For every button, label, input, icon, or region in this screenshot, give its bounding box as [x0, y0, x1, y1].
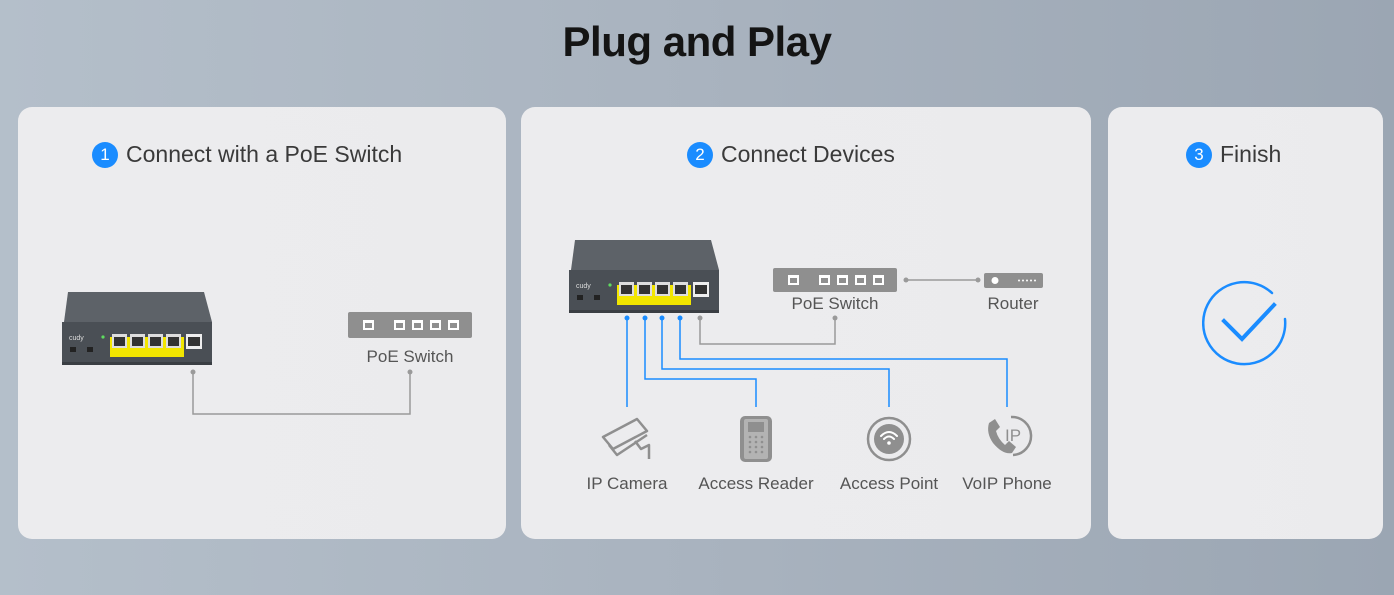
device-label-voip-phone: VoIP Phone	[962, 474, 1052, 493]
step-title: Connect with a PoE Switch	[126, 141, 403, 167]
connection-wires	[624, 277, 1008, 407]
router-icon	[984, 273, 1043, 288]
device-label-access-reader: Access Reader	[698, 474, 814, 493]
step-heading: 3 Finish	[1186, 141, 1281, 168]
poe-switch-label: PoE Switch	[366, 347, 454, 366]
voip-phone-icon: IP	[988, 415, 1033, 457]
ip-badge: IP	[1005, 426, 1021, 445]
poe-switch-icon	[348, 312, 472, 338]
poe-extender-device-icon: cudy	[569, 240, 719, 313]
step-heading: 2 Connect Devices	[687, 141, 895, 168]
step-card-connect-devices: 2 Connect Devices cudy PoE Switch	[521, 107, 1091, 539]
router-label: Router	[987, 294, 1039, 313]
check-circle-icon	[1202, 280, 1287, 366]
step-number-badge: 2	[687, 141, 713, 168]
brand-logo: cudy	[69, 335, 84, 342]
device-label-access-point: Access Point	[839, 474, 939, 493]
step-number-badge: 3	[1186, 141, 1212, 168]
poe-ports	[617, 282, 709, 305]
page-title: Plug and Play	[562, 18, 832, 65]
camera-icon	[601, 417, 651, 459]
poe-switch-label: PoE Switch	[791, 294, 879, 313]
poe-extender-device-icon: cudy	[62, 292, 212, 365]
step-heading: 1 Connect with a PoE Switch	[92, 141, 402, 168]
step-title: Connect Devices	[721, 141, 895, 167]
step-card-connect-poe-switch: 1 Connect with a PoE Switch cudy PoE Swi…	[18, 107, 506, 539]
poe-switch-icon	[773, 268, 897, 292]
wifi-access-point-icon	[866, 416, 912, 462]
step-card-finish: 3 Finish	[1108, 107, 1383, 539]
brand-logo: cudy	[576, 283, 591, 290]
step-title: Finish	[1220, 141, 1282, 167]
step-number-badge: 1	[92, 141, 118, 168]
connection-wire	[190, 369, 413, 415]
device-label-ip-camera: IP Camera	[586, 474, 668, 493]
access-reader-icon	[740, 416, 772, 462]
poe-ports	[110, 334, 202, 357]
